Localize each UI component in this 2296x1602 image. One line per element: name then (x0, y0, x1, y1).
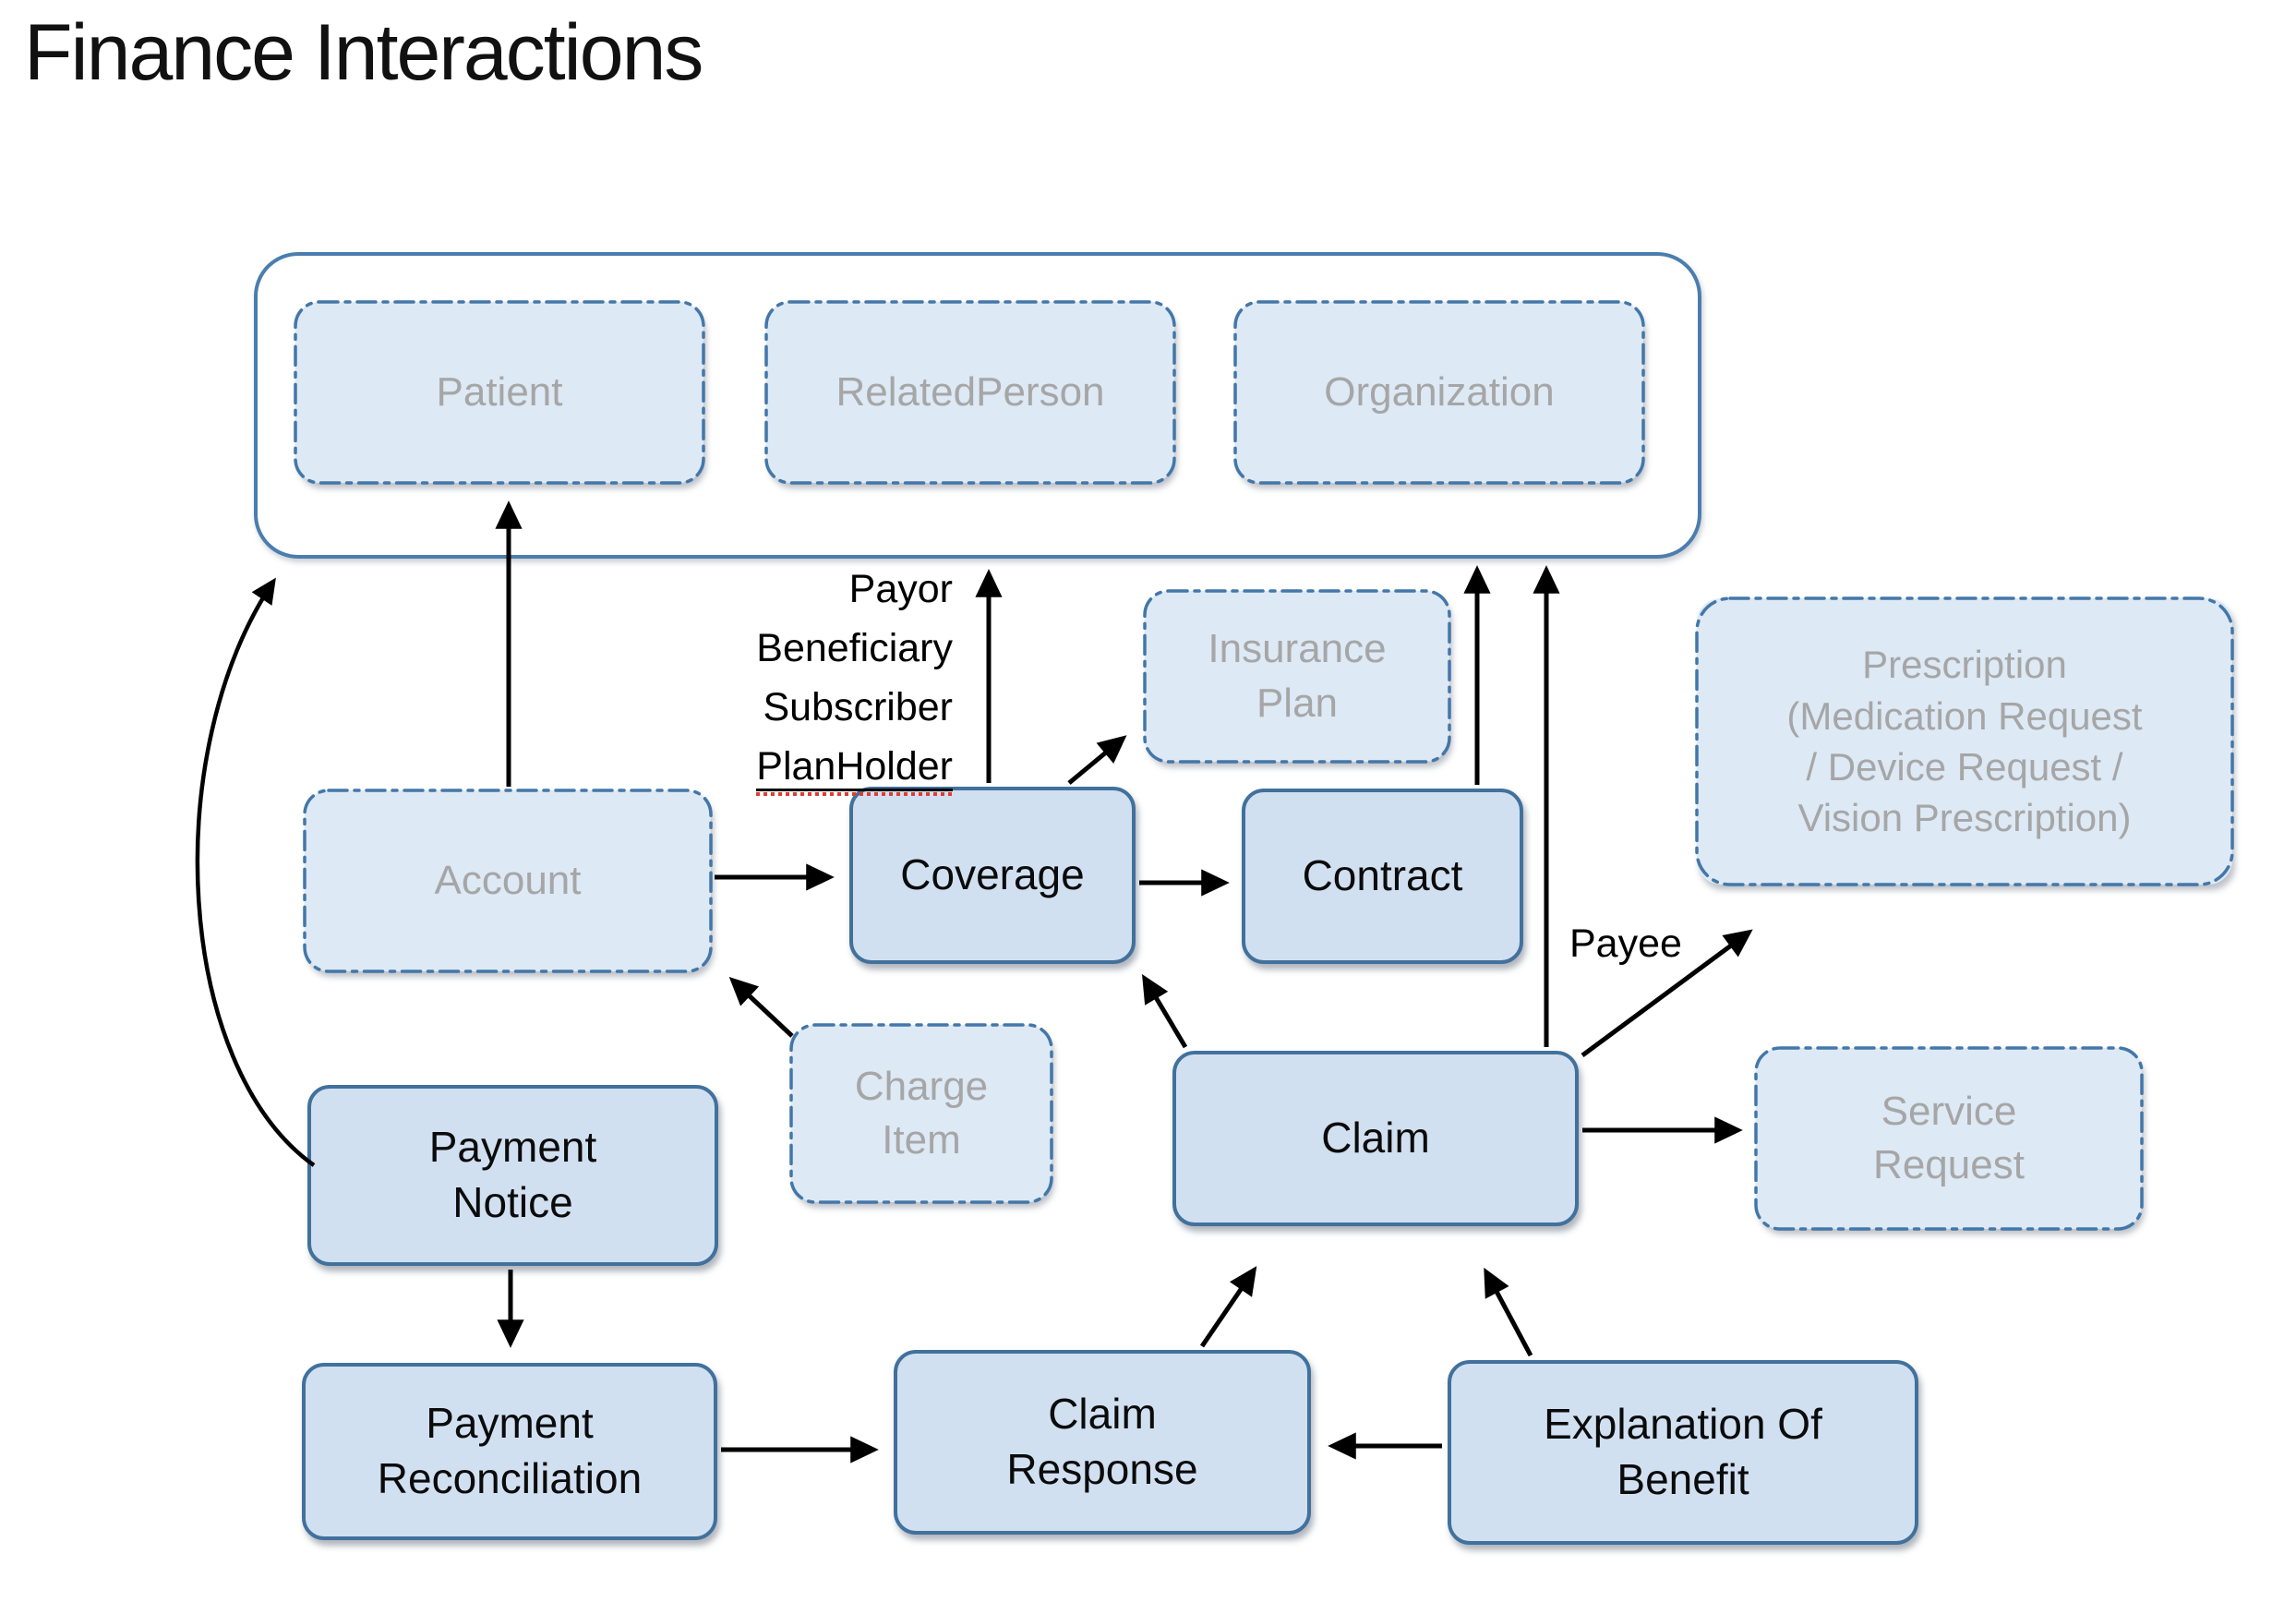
node-charge-item: Charge Item (791, 1025, 1052, 1202)
node-explanation-of-benefit: Explanation Of Benefit (1448, 1360, 1918, 1545)
page-title: Finance Interactions (24, 8, 703, 97)
role-payor: Payor (848, 567, 953, 611)
arrow-claim-response-to-claim (1199, 1266, 1257, 1348)
arrow-coverage-to-insurance-plan (1067, 735, 1127, 785)
node-payment-reconciliation: Payment Reconciliation (302, 1363, 717, 1540)
node-contract: Contract (1242, 789, 1523, 964)
node-organization: Organization (1235, 302, 1643, 483)
node-claim-response: Claim Response (894, 1350, 1311, 1535)
role-subscriber: Subscriber (763, 685, 953, 729)
payee-label: Payee (1569, 921, 1682, 966)
node-payment-notice: Payment Notice (307, 1085, 718, 1266)
coverage-roles-label: Payor Beneficiary Subscriber PlanHolder (591, 560, 953, 797)
role-planholder-text: PlanHolder (756, 744, 953, 797)
arrow-claim-to-coverage (1142, 973, 1188, 1049)
role-planholder: PlanHolder (591, 737, 953, 797)
node-insurance-plan: Insurance Plan (1145, 591, 1449, 762)
node-coverage: Coverage (849, 787, 1136, 964)
node-service-request: Service Request (1756, 1048, 2142, 1229)
node-prescription: Prescription (Medication Request / Devic… (1697, 598, 2232, 885)
role-beneficiary: Beneficiary (756, 626, 953, 670)
arrow-eob-to-claim (1484, 1267, 1533, 1357)
node-account: Account (305, 790, 711, 971)
node-patient: Patient (295, 302, 703, 483)
arrow-payment-notice-to-party-group (195, 577, 316, 1167)
arrow-charge-item-to-account (728, 977, 794, 1038)
node-related-person: RelatedPerson (766, 302, 1174, 483)
node-claim: Claim (1172, 1051, 1579, 1226)
